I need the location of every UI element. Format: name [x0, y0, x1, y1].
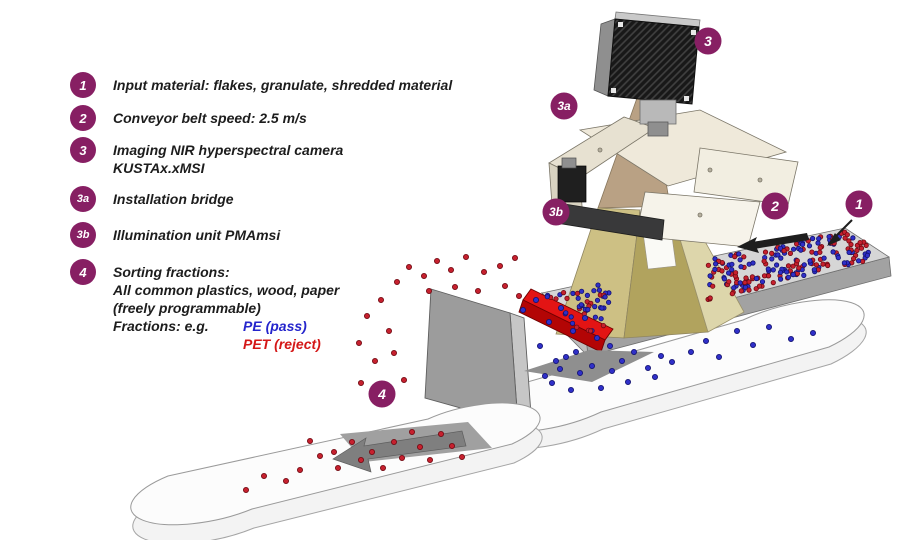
fractions-label: Fractions: e.g.	[113, 318, 209, 334]
legend-item-sorting-fractions: 4 Sorting fractions: All common plastics…	[70, 259, 339, 353]
svg-text:3: 3	[704, 33, 712, 49]
legend-text-sorting-line3: (freely programmable)	[113, 300, 261, 316]
legend-badge-2: 2	[70, 105, 96, 131]
legend-text-bridge: Installation bridge	[113, 191, 234, 207]
legend-text-camera-line1: Imaging NIR hyperspectral camera	[113, 142, 344, 158]
fraction-pass-label: PE (pass)	[243, 318, 307, 334]
legend-item-belt-speed: 2 Conveyor belt speed: 2.5 m/s	[70, 105, 307, 131]
legend-item-input-material: 1 Input material: flakes, granulate, shr…	[70, 72, 452, 98]
pass-pile	[524, 350, 654, 382]
legend-badge-1: 1	[70, 72, 96, 98]
legend-badge-3: 3	[70, 137, 96, 163]
legend-item-camera: 3 Imaging NIR hyperspectral camera KUSTA…	[70, 137, 343, 177]
legend-text-reject-row: PET (reject)	[113, 335, 339, 353]
badge1-pointer-arrow	[827, 219, 853, 246]
illumination-unit	[549, 157, 665, 241]
diagram-badge-3a: 3a	[550, 92, 578, 120]
diagram-badge-3: 3	[694, 27, 722, 55]
diagram-badge-2: 2	[761, 192, 789, 220]
legend: 1 Input material: flakes, granulate, shr…	[70, 72, 452, 353]
svg-text:4: 4	[377, 386, 386, 402]
diagram-badge-4: 4	[368, 380, 396, 408]
diagram-badge-1: 1	[845, 190, 873, 218]
legend-text-input-material: Input material: flakes, granulate, shred…	[113, 77, 453, 93]
svg-text:3a: 3a	[557, 99, 571, 113]
svg-text:3b: 3b	[549, 205, 563, 219]
legend-item-bridge: 3a Installation bridge	[70, 186, 234, 212]
diagram-badge-3b: 3b	[542, 198, 570, 226]
legend-badge-3b: 3b	[70, 222, 96, 248]
legend-badge-3a: 3a	[70, 186, 96, 212]
material-dots-on-belt	[544, 229, 871, 334]
legend-text-sorting-line1: Sorting fractions:	[113, 264, 230, 280]
belt-direction-arrow	[737, 233, 809, 253]
svg-text:1: 1	[855, 196, 863, 212]
legend-text-sorting-line2: All common plastics, wood, paper	[113, 282, 340, 298]
svg-text:2: 2	[770, 198, 779, 214]
legend-text-fractions-row: Fractions: e.g. PE (pass)	[113, 317, 339, 335]
legend-badge-4: 4	[70, 259, 96, 285]
hyperspectral-camera	[593, 11, 701, 137]
legend-text-illumination: Illumination unit PMAmsi	[113, 227, 281, 243]
reject-direction-arrow	[332, 430, 467, 473]
legend-text-belt-speed: Conveyor belt speed: 2.5 m/s	[113, 110, 307, 126]
legend-item-illumination: 3b Illumination unit PMAmsi	[70, 222, 280, 248]
legend-text-camera-line2: KUSTAx.xMSI	[113, 160, 205, 176]
sorted-material-dots	[242, 253, 817, 493]
camera-mount-bracket	[639, 99, 677, 125]
fraction-reject-label: PET (reject)	[243, 336, 321, 352]
